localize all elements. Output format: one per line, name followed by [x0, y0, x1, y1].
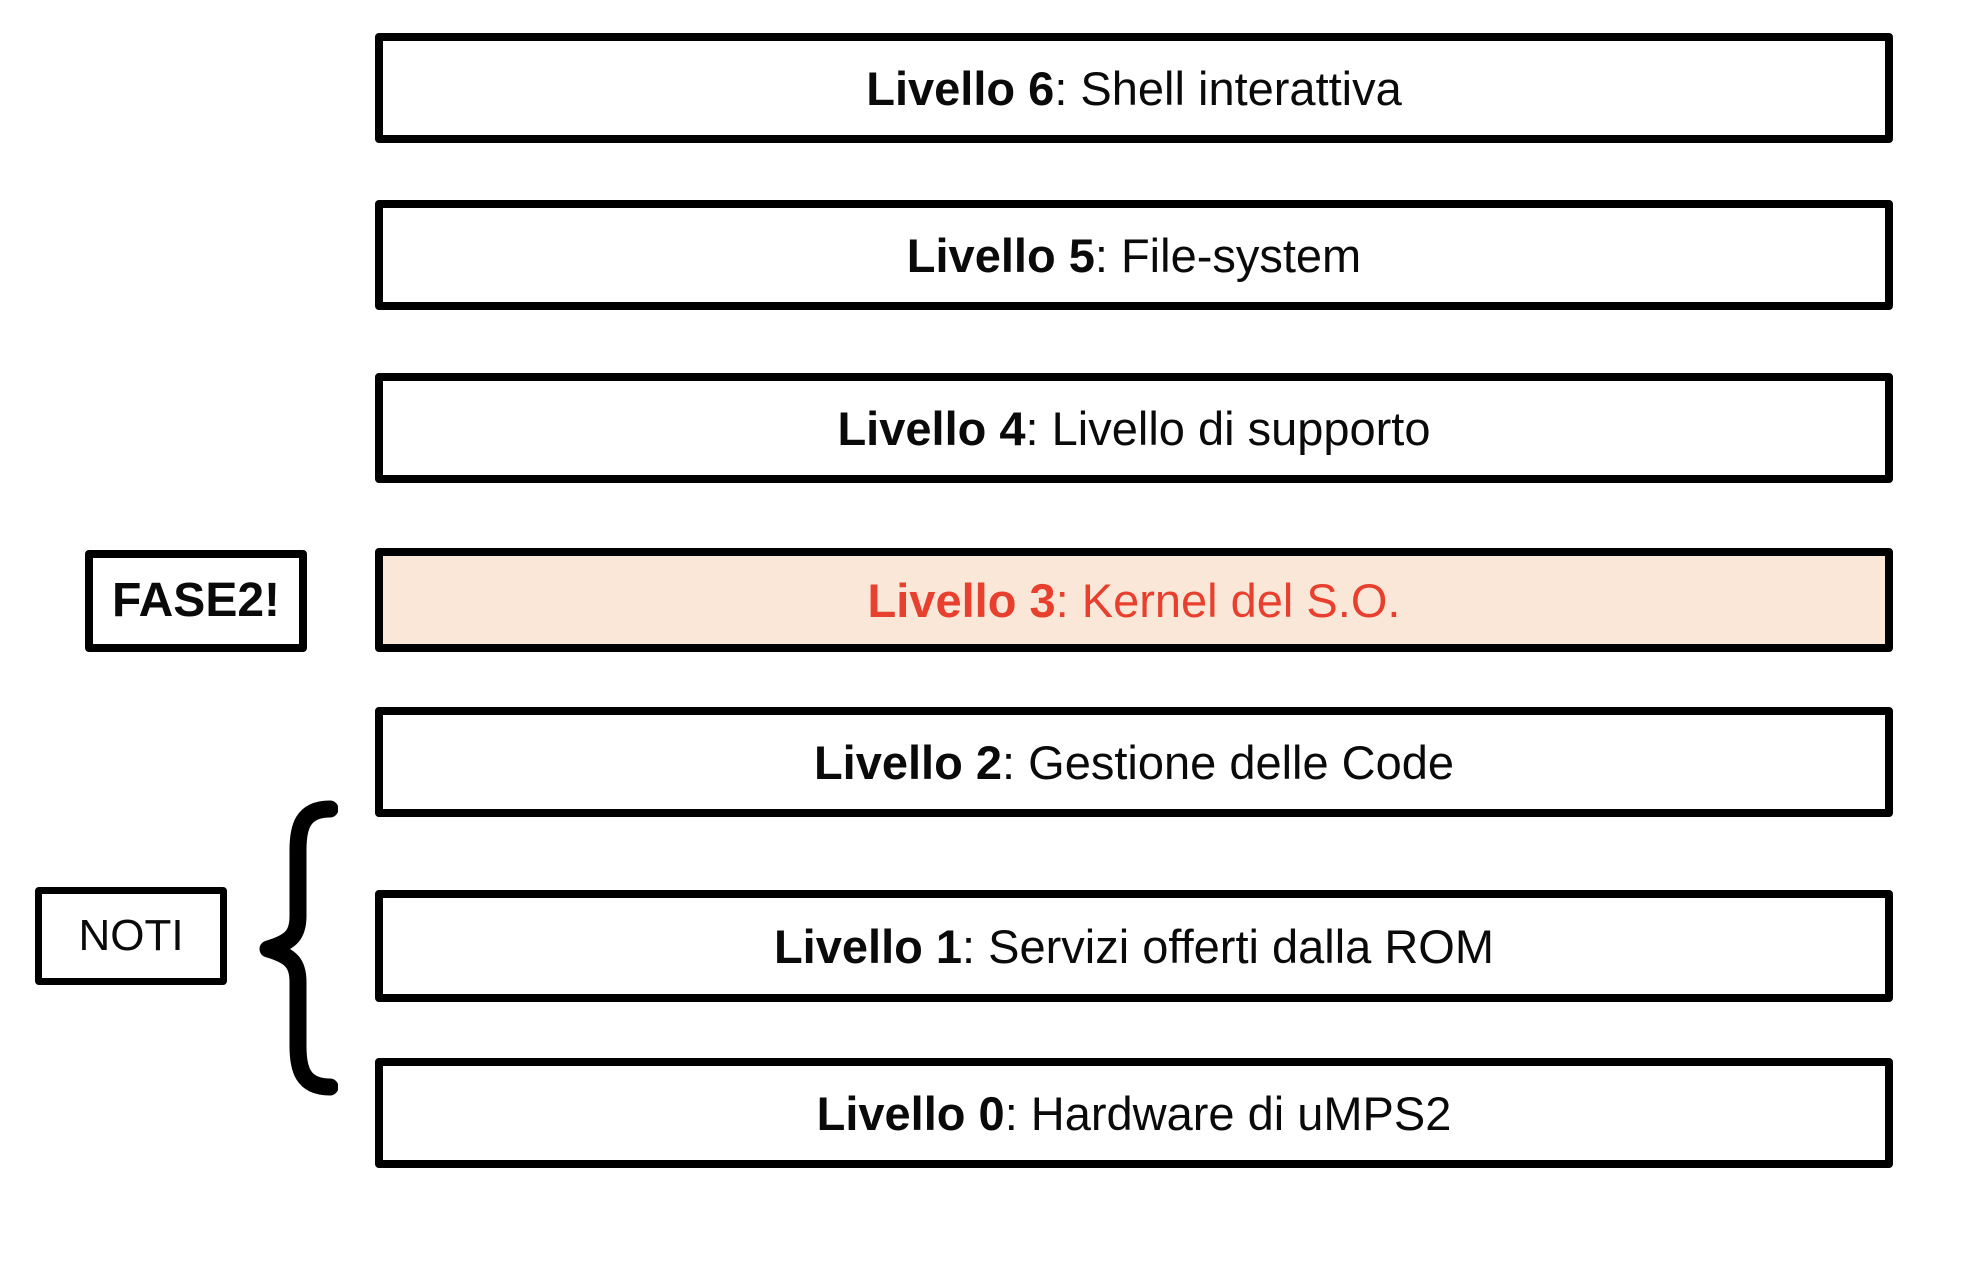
level-1-name: Livello 1 [773, 919, 963, 973]
level-box-0: Livello 0: Hardware di uMPS2 [375, 1058, 1893, 1168]
level-6-description: : Shell interattiva [1054, 61, 1402, 115]
level-2-description: : Gestione delle Code [1002, 735, 1455, 789]
fase2-label-text: FASE2! [111, 574, 281, 627]
level-2-name: Livello 2 [813, 735, 1003, 789]
level-3-description: : Kernel del S.O. [1055, 573, 1401, 627]
level-3-name: Livello 3 [867, 573, 1056, 627]
level-1-description: : Servizi offerti dalla ROM [962, 919, 1495, 973]
level-0-name: Livello 0 [816, 1086, 1005, 1140]
fase2-label: FASE2! [85, 550, 307, 652]
level-box-6: Livello 6: Shell interattiva [375, 33, 1893, 143]
noti-label-text: NOTI [78, 911, 184, 960]
level-box-4: Livello 4: Livello di supporto [375, 373, 1893, 483]
level-6-name: Livello 6 [866, 61, 1055, 115]
level-0-description: : Hardware di uMPS2 [1004, 1086, 1452, 1140]
level-4-description: : Livello di supporto [1025, 401, 1431, 455]
noti-label: NOTI [35, 887, 227, 985]
level-5-description: : File-system [1094, 228, 1362, 282]
level-5-name: Livello 5 [906, 228, 1095, 282]
level-4-name: Livello 4 [837, 401, 1026, 455]
curly-brace-icon [259, 800, 338, 1096]
level-box-2: Livello 2: Gestione delle Code [375, 707, 1893, 817]
level-box-5: Livello 5: File-system [375, 200, 1893, 310]
level-box-3-highlighted: Livello 3: Kernel del S.O. [375, 548, 1893, 652]
level-box-1: Livello 1: Servizi offerti dalla ROM [375, 890, 1893, 1002]
